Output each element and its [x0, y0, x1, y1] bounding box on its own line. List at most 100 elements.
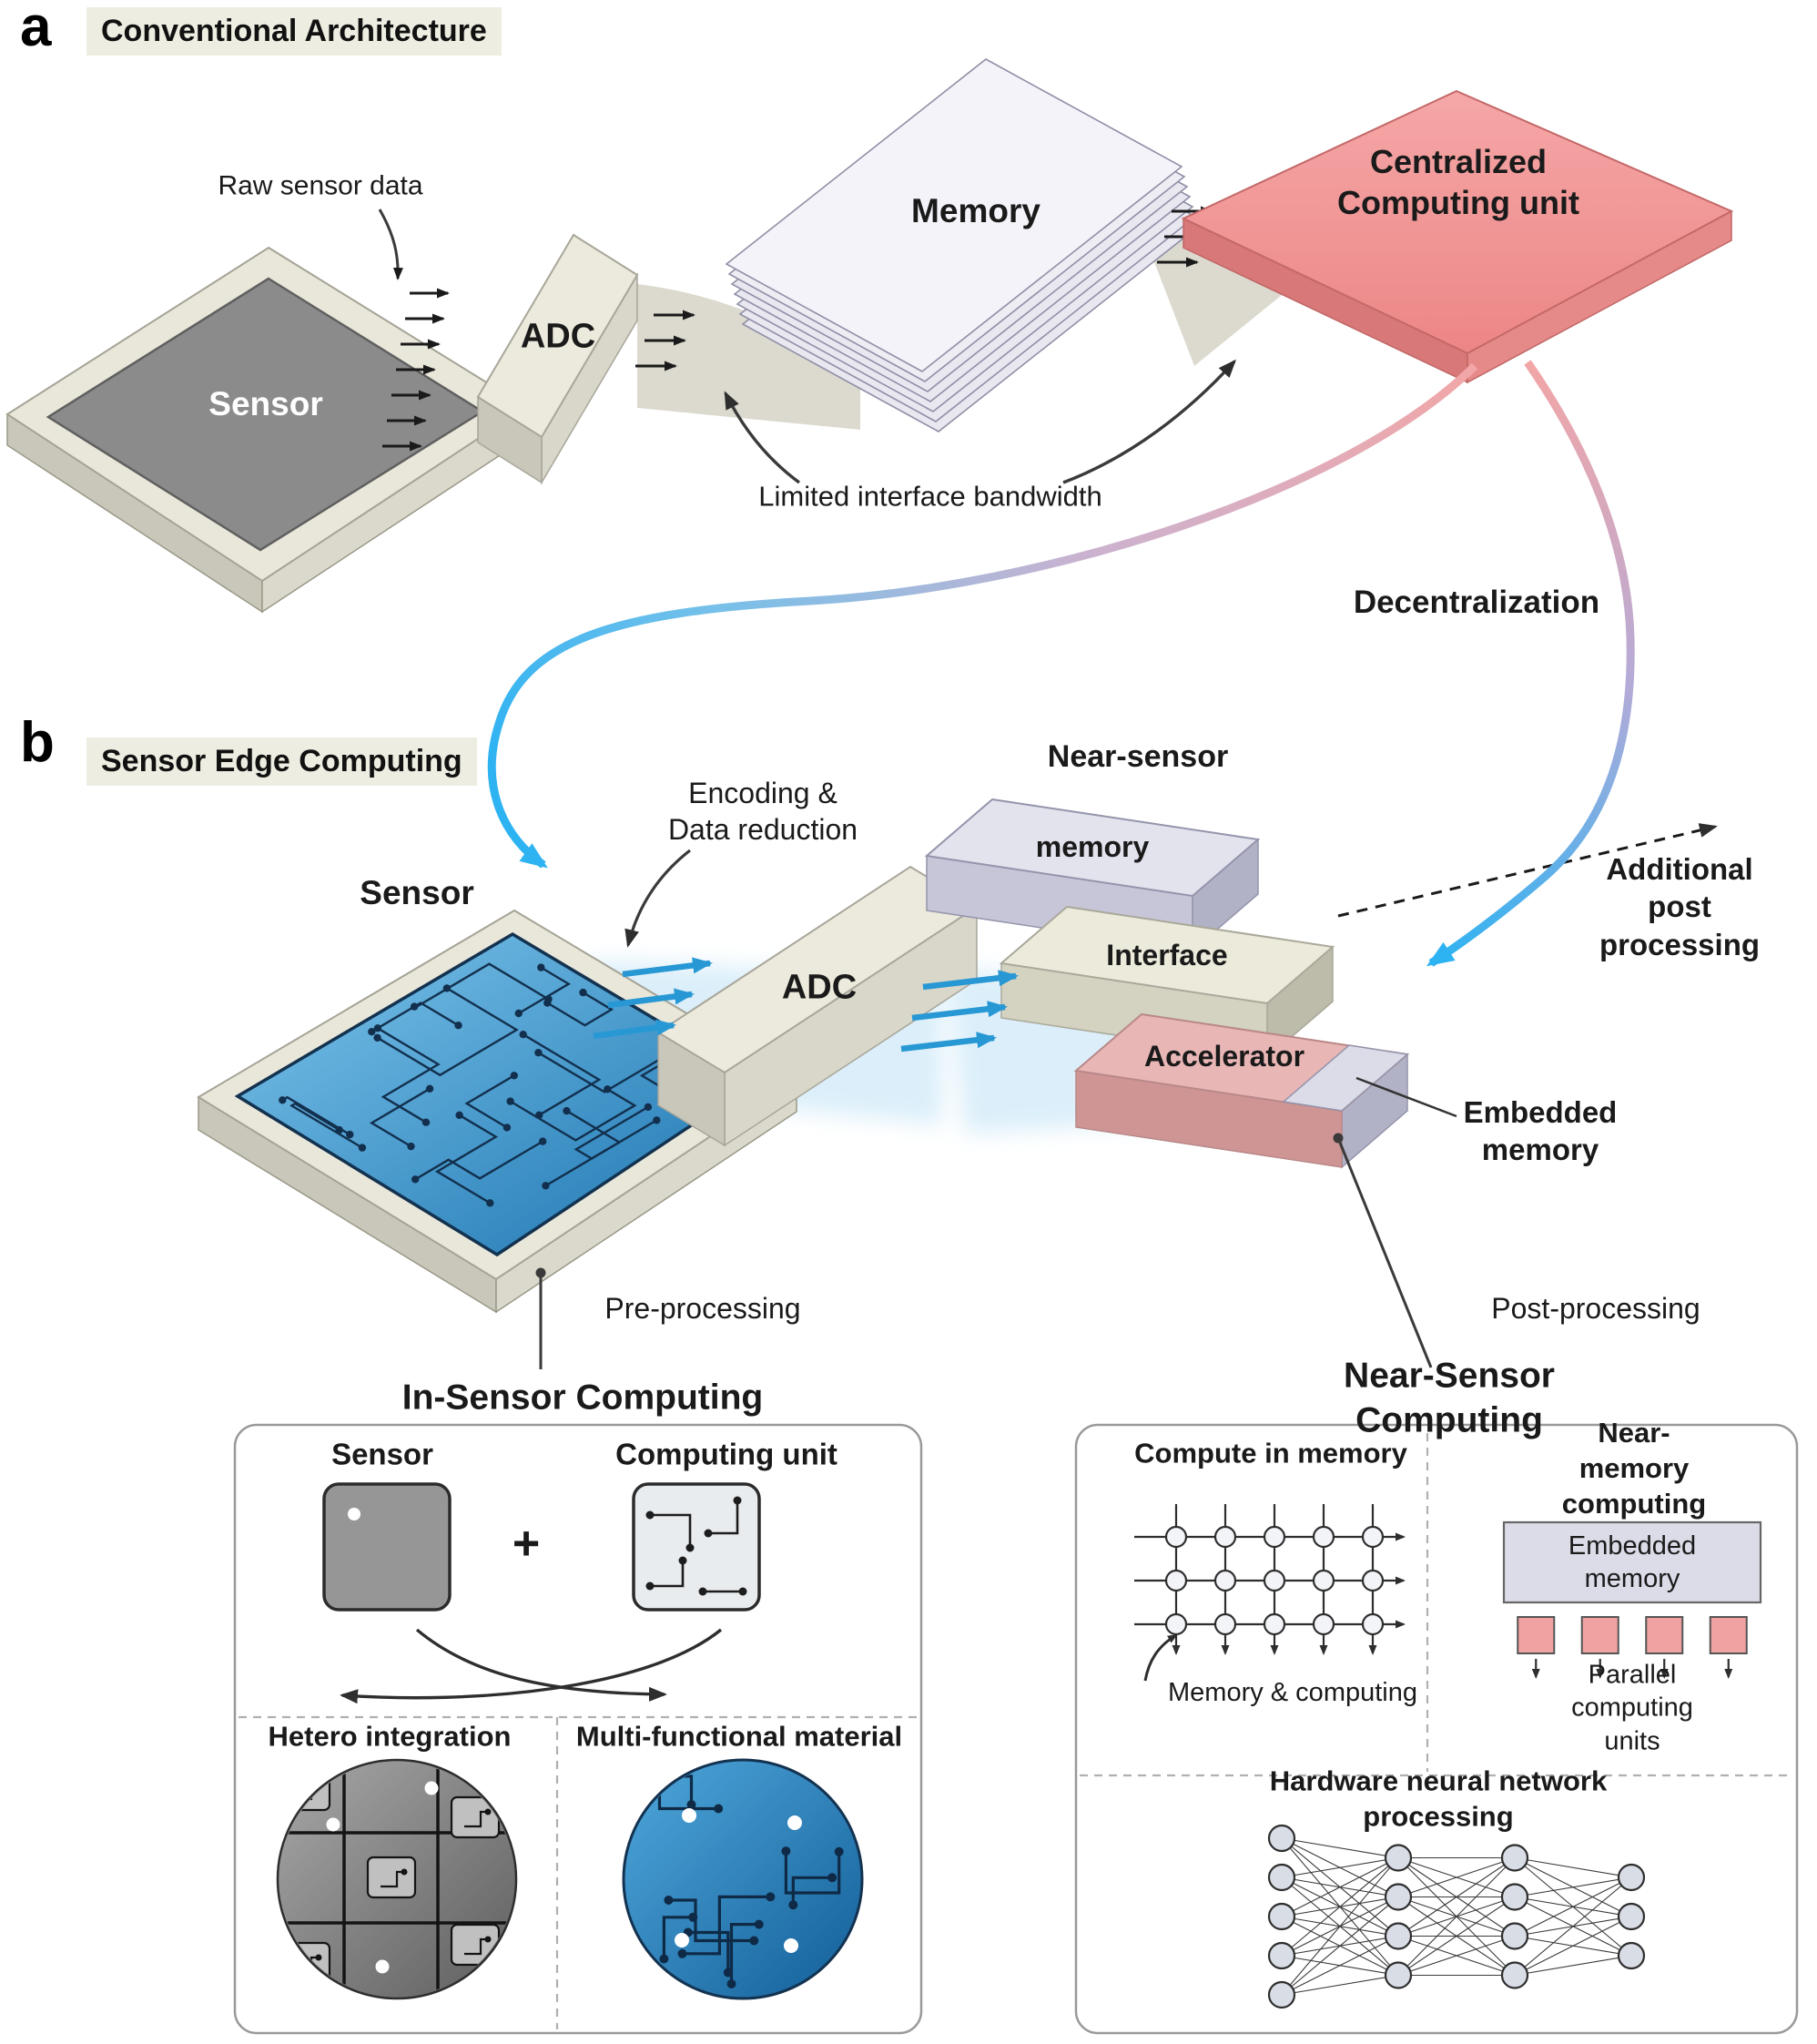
circuit-node	[749, 1936, 759, 1946]
line	[1281, 1974, 1399, 1996]
sensor-b-label: Sensor	[360, 873, 474, 911]
line	[1514, 1876, 1632, 1976]
circuit-trace	[434, 1114, 499, 1205]
circuit-node	[373, 1033, 381, 1042]
panel-a-diagram	[5, 58, 1734, 614]
circuit-node	[714, 1804, 724, 1814]
circuit-trace	[377, 1027, 441, 1124]
circuit-node	[827, 1873, 837, 1883]
circuit-trace	[729, 1923, 759, 1984]
post-processing-label: Post-processing	[1491, 1292, 1700, 1325]
panel-a-letter: a	[20, 0, 52, 58]
circuit-trace	[371, 1002, 460, 1033]
nn-neuron	[1384, 1844, 1413, 1872]
nn-neuron	[1267, 1902, 1296, 1931]
line	[1281, 1837, 1399, 1859]
circuit-trace	[376, 987, 519, 1077]
sensor-chip-icon	[322, 1482, 452, 1612]
circuit-node	[664, 1896, 674, 1905]
line	[1281, 1856, 1399, 1878]
parallel-unit	[1517, 1616, 1556, 1654]
circuit-trace	[523, 1033, 602, 1116]
circuit-node	[368, 1028, 376, 1036]
memory-cell	[1312, 1569, 1335, 1592]
line	[1397, 1897, 1516, 1976]
sensor-plate-a	[5, 246, 528, 614]
raw-sensor-data-label: Raw sensor data	[218, 170, 423, 201]
circuit-node	[510, 1072, 518, 1080]
computing-chip-nodes	[645, 1496, 747, 1596]
circuit-node	[723, 1968, 733, 1978]
circuit-node	[677, 1948, 687, 1958]
circuit-node	[726, 1979, 736, 1988]
circuit-node	[425, 1084, 434, 1093]
line	[1397, 1857, 1516, 1976]
circuit-node	[754, 1919, 764, 1929]
circuit-node	[579, 988, 587, 997]
accelerator-label: Accelerator	[1143, 1040, 1305, 1073]
adc-to-memory-arrows	[635, 310, 695, 371]
nn-neuron	[1617, 1902, 1646, 1931]
parallel-units-label: Parallel computing units	[1571, 1660, 1693, 1756]
in-sensor-box	[233, 1423, 923, 2035]
memory-cell	[1164, 1569, 1188, 1592]
circuit-trace	[414, 1140, 543, 1181]
hardware-nn-label: Hardware neural network processing	[1269, 1764, 1608, 1832]
plus-sign: +	[512, 1517, 541, 1571]
limited-bandwidth-label: Limited interface bandwidth	[758, 480, 1102, 513]
circuit-node	[834, 1846, 844, 1856]
embedded-memory-pointer	[1355, 1076, 1457, 1118]
material-wafer-dots	[675, 1808, 802, 1953]
line	[1514, 1876, 1632, 1937]
circuit-trace	[537, 1047, 678, 1093]
nn-neuron	[1500, 1922, 1529, 1950]
circuit-node	[519, 1031, 527, 1039]
memory-cell	[1263, 1525, 1286, 1549]
circuit-node	[766, 1892, 776, 1902]
circuit-trace	[509, 1088, 637, 1142]
bandwidth-arrow-left	[724, 391, 801, 484]
parallel-unit	[1709, 1616, 1748, 1654]
near-sensor-label: Near-sensor	[1047, 738, 1229, 774]
memory-cell	[1361, 1569, 1385, 1592]
circuit-trace	[544, 1110, 622, 1187]
circuit-node	[535, 1111, 543, 1120]
material-wafer-pattern	[638, 1762, 844, 1988]
blue-flow-arrows	[593, 957, 1019, 1053]
near-sensor-box	[1074, 1423, 1799, 2035]
memory-cell	[1312, 1612, 1335, 1636]
memory-cell	[1213, 1569, 1237, 1592]
nn-neuron	[1617, 1863, 1646, 1892]
circuit-trace	[682, 1895, 771, 1956]
nn-neuron	[1384, 1883, 1413, 1911]
embedded-memory-label: Embedded memory	[1463, 1094, 1618, 1166]
line	[1514, 1856, 1632, 1878]
line	[1514, 1955, 1632, 1977]
chip-dot	[348, 1508, 360, 1520]
circuit-trace	[369, 1087, 431, 1148]
accelerator-slab	[1073, 1012, 1410, 1169]
panel-b-diagram	[197, 798, 1718, 1369]
memory-computing-label: Memory & computing	[1168, 1677, 1417, 1707]
circuit-trace	[784, 1851, 841, 1895]
memory-b-label: memory	[1035, 830, 1150, 863]
circuit-trace	[791, 1876, 833, 1906]
interface-ribbon	[637, 284, 860, 430]
nn-neuron	[1384, 1961, 1413, 1989]
circuit-node	[644, 1103, 653, 1112]
memory-stack	[725, 58, 1200, 432]
circuit-node	[781, 1846, 791, 1856]
circuit-node	[659, 1954, 669, 1964]
circuit-trace	[546, 991, 614, 1027]
memory-cell	[1263, 1569, 1286, 1592]
near-memory-computing-label: Near- memory computing	[1561, 1416, 1707, 1520]
additional-post-label: Additional post processing	[1599, 852, 1761, 961]
circuit-node	[373, 1024, 382, 1032]
memory-cell	[1263, 1612, 1286, 1636]
line	[1281, 1897, 1399, 1996]
nn-neuron	[1267, 1941, 1296, 1970]
nn-neuron	[1384, 1922, 1413, 1950]
circuit-node	[279, 1096, 287, 1104]
